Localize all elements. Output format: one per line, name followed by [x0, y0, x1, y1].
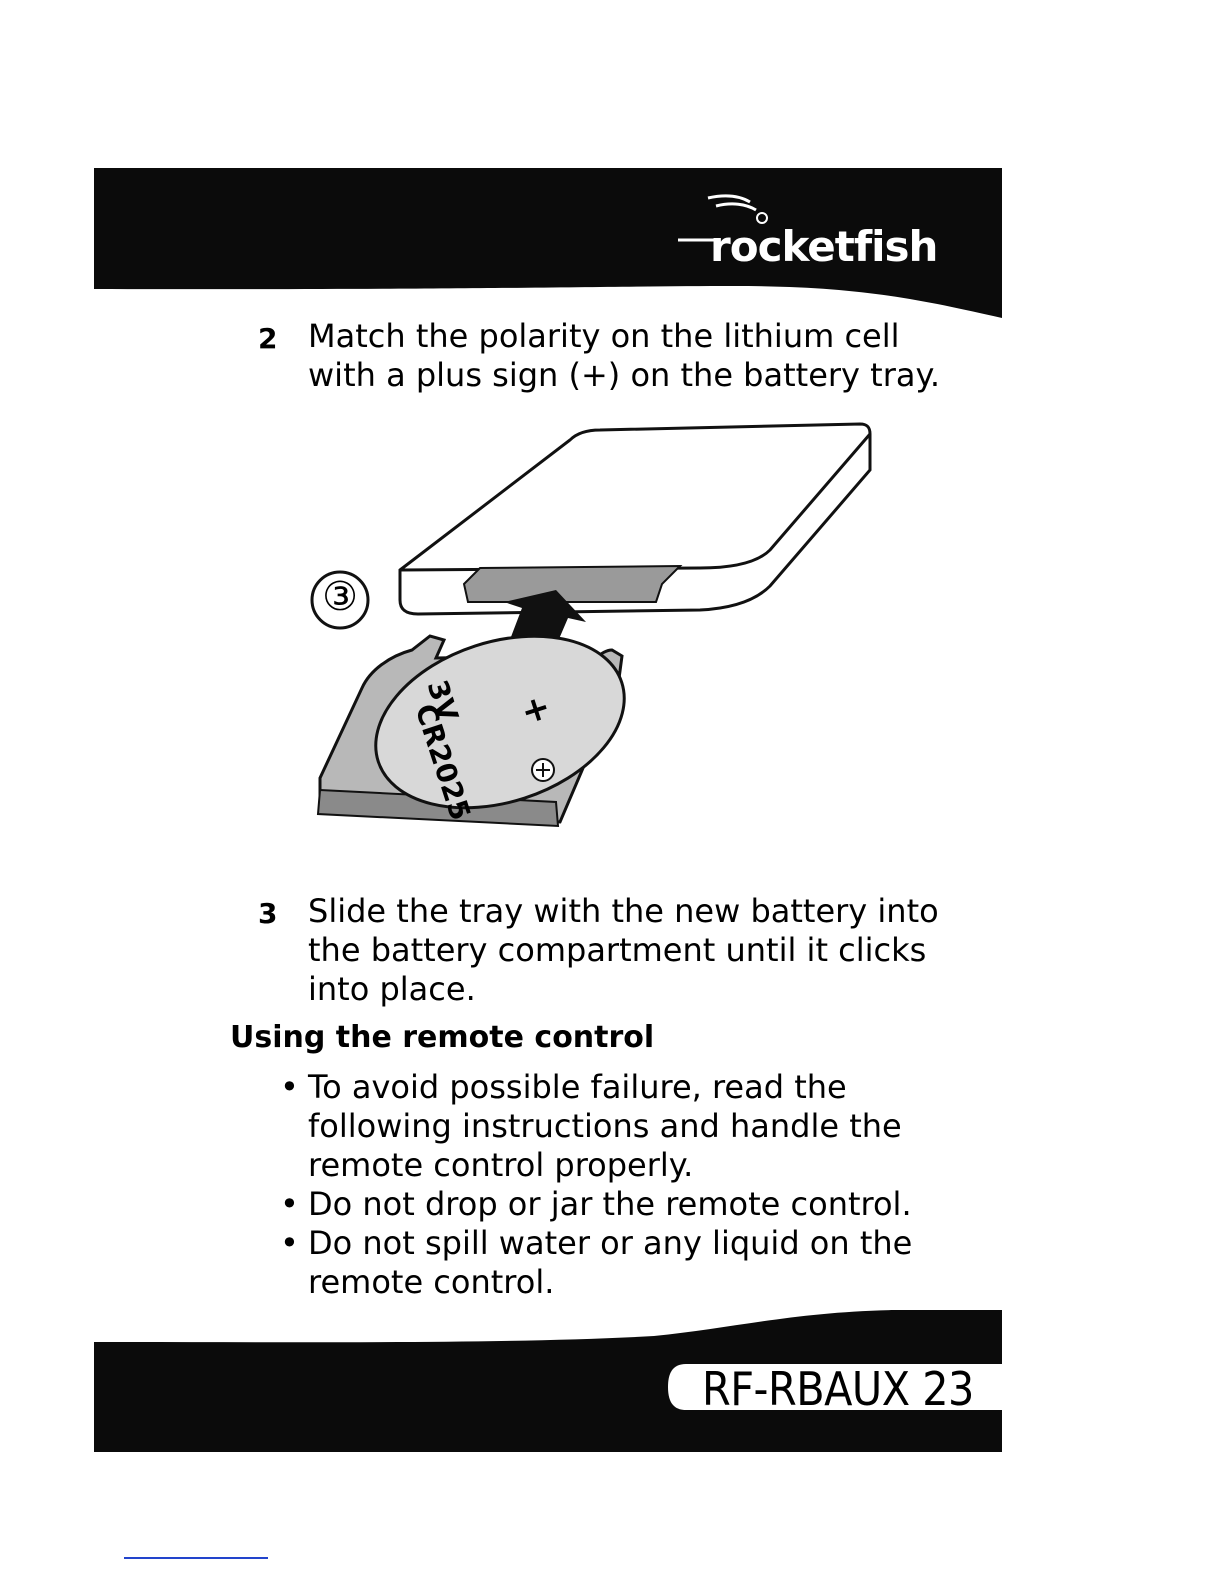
bullet-list: • To avoid possible failure, read the fo…: [280, 1068, 980, 1302]
bullet-icon: •: [280, 1185, 299, 1223]
step-marker: ③: [322, 574, 358, 620]
bullet-icon: •: [280, 1068, 299, 1106]
section-heading: Using the remote control: [230, 1020, 655, 1055]
list-item: • Do not drop or jar the remote control.: [280, 1185, 980, 1224]
step-number: 2: [258, 322, 278, 355]
step-text: Match the polarity on the lithium cell w…: [308, 317, 940, 394]
list-item: • To avoid possible failure, read the fo…: [280, 1068, 980, 1185]
battery-tray-illustration: [310, 422, 872, 828]
bullet-icon: •: [280, 1224, 299, 1262]
rocketfish-logo: [678, 194, 768, 242]
footer-band: [94, 1310, 1002, 1452]
bullet-text: Do not spill water or any liquid on the …: [308, 1224, 913, 1301]
logo-text: rocketfish: [710, 222, 938, 271]
step-number: 3: [258, 897, 278, 930]
list-item: • Do not spill water or any liquid on th…: [280, 1224, 980, 1302]
step-text: Slide the tray with the new battery into…: [308, 892, 939, 1008]
link-underline: [124, 1557, 268, 1559]
model-page-number: RF-RBAUX 23: [702, 1362, 974, 1416]
bullet-text: Do not drop or jar the remote control.: [308, 1185, 912, 1223]
bullet-text: To avoid possible failure, read the foll…: [308, 1068, 902, 1184]
header-band: [94, 168, 1002, 318]
